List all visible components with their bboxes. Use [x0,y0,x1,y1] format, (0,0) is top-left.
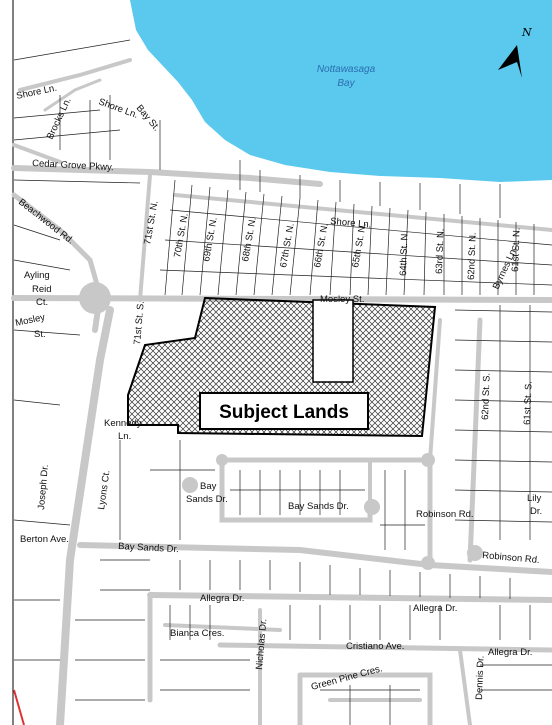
street-71st-s: 71st St. S. [132,301,147,346]
street-sands-dr: Sands Dr. [186,494,228,505]
street-70th-n: 70th St. N. [172,212,191,258]
street-allegra-west: Allegra Dr. [200,593,244,604]
street-robinson-rd: Robinson Rd. [416,509,474,520]
street-63rd-n: 63rd St. N. [434,228,447,274]
subject-label-box [199,392,369,430]
street-cristiano-ave: Cristiano Ave. [346,641,404,652]
parcel-lines [13,39,552,725]
street-61st-n: 61st St. N. [510,227,523,272]
water-body [130,0,552,182]
street-mosley-st: Mosley St. [320,294,364,305]
street-allegra-center: Allegra Dr. [413,603,457,614]
subject-lands-label: Subject Lands [219,402,349,423]
street-62nd-s: 62nd St. S. [480,373,493,420]
street-robinson-rd-2: Robinson Rd. [482,550,540,566]
street-71st-n: 71st St. N. [142,200,161,246]
street-mosley-st-abbr: St. [34,329,46,340]
street-kennedy: Kennedy [104,418,142,429]
street-berton-ave: Berton Ave. [20,534,69,545]
street-cedar-grove-pkwy: Cedar Grove Pkwy. [32,158,114,173]
street-61st-s: 61st St. S. [522,381,535,425]
street-lily: Lily [527,493,542,504]
street-beachwood-rd: Beachwood Rd. [16,197,76,247]
street-reid-ct: Ct. [36,297,48,308]
street-bay-st: Bay St. [134,103,162,134]
street-dennis-dr: Dennis Dr. [474,655,487,700]
street-lily-dr: Dr. [530,506,542,517]
water-label-1: Nottawasaga [317,64,376,75]
street-67th-n: 67th St. N. [278,222,297,268]
street-bay-sands-dr: Bay Sands Dr. [288,501,349,512]
street-bay-sands-dr-2: Bay Sands Dr. [118,541,179,555]
red-boundary-line [13,689,25,725]
excluded-parcel [312,299,354,383]
street-joseph-dr: Joseph Dr. [36,464,51,510]
street-bianca-cres: Bianca Cres. [170,628,224,639]
street-69th-n: 69th St. N. [201,216,220,262]
street-green-pine-cres: Green Pine Cres. [310,663,384,693]
street-shore-ln-2: Shore Ln. [97,96,139,120]
street-mosley-west: Mosley [14,312,46,329]
street-64th-n: 64th St. N. [398,231,411,276]
cul-de-sacs [79,282,483,570]
north-arrow-icon [498,45,522,78]
street-lyons-ct: Lyons Ct. [96,469,112,510]
street-66th-n: 66th St. N. [312,222,331,268]
road-network [11,58,552,725]
street-bay: Bay [200,481,217,492]
street-reid: Reid [32,284,52,295]
street-62nd-n: 62nd St. N. [466,232,479,280]
street-nicholas-dr: Nicholas Dr. [254,618,269,670]
water-label-2: Bay [337,78,355,89]
north-label: N [521,26,532,39]
street-kennedy-ln: Ln. [118,431,131,442]
street-shore-ln-east: Shore Ln. [330,216,372,231]
street-allegra-east: Allegra Dr. [488,647,532,658]
street-ayling: Ayling [24,270,50,281]
